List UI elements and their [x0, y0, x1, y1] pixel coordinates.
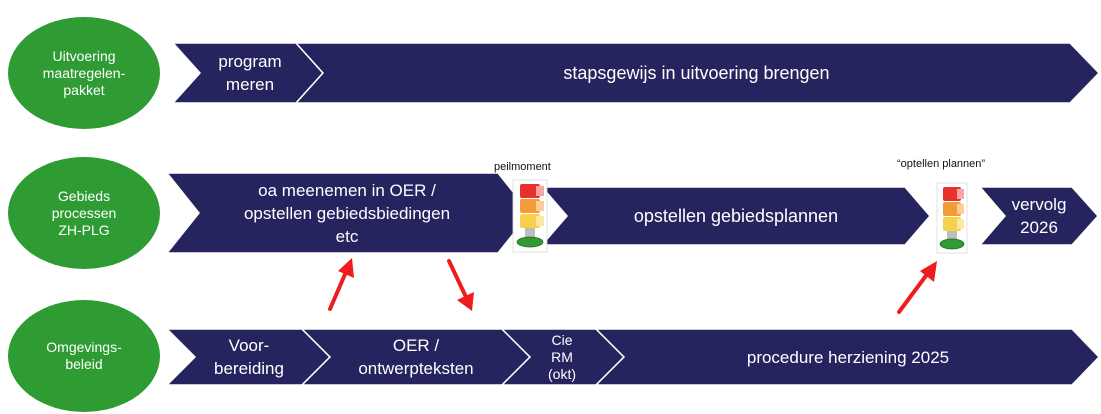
step-label-vervolg: vervolg 2026 — [1011, 195, 1067, 237]
traffic-light-icon — [512, 179, 548, 253]
row-label-uitvoering: Uitvoering maatregelen- pakket — [42, 47, 126, 98]
ellipse-gebiedsprocessen — [8, 157, 160, 269]
ellipse-uitvoering — [8, 17, 160, 129]
row-label-gebiedsprocessen: Gebieds processen ZH-PLG — [51, 187, 117, 238]
step-label-oa-meenemen: oa meenemen in OER / opstellen gebiedsbi… — [243, 180, 451, 246]
chevron-opstellen-gebiedsplannen — [540, 186, 931, 246]
step-label-stapsgewijs: stapsgewijs in uitvoering brengen — [563, 62, 830, 83]
ellipse-omgevingsbeleid — [8, 300, 160, 412]
chevron-procedure-herziening — [594, 328, 1101, 386]
step-label-procedure-herziening: procedure herziening 2025 — [746, 347, 950, 367]
step-label-oer-ontwerpteksten: OER / ontwerpteksten — [358, 336, 474, 378]
step-label-gebiedsplannen: opstellen gebiedsplannen — [633, 205, 839, 226]
milestone-label-optellen-plannen: “optellen plannen” — [897, 158, 986, 170]
row-label-omgevingsbeleid: Omgevings- beleid — [46, 339, 122, 372]
step-label-cie-rm: Cie RM (okt) — [548, 331, 576, 382]
arrow-up-icon — [328, 258, 354, 311]
step-label-voorbereiding: Voor- bereiding — [214, 336, 284, 378]
chevron-vervolg — [978, 186, 1100, 246]
traffic-light-icon — [936, 182, 968, 254]
arrow-down-icon — [447, 259, 474, 311]
arrow-up-icon — [897, 261, 937, 314]
milestone-label-peilmoment: peilmoment — [494, 161, 551, 173]
step-label-programmeren: program meren — [218, 52, 282, 94]
chevron-oa-meenemen — [165, 172, 531, 254]
chevron-stapsgewijs — [294, 42, 1101, 104]
